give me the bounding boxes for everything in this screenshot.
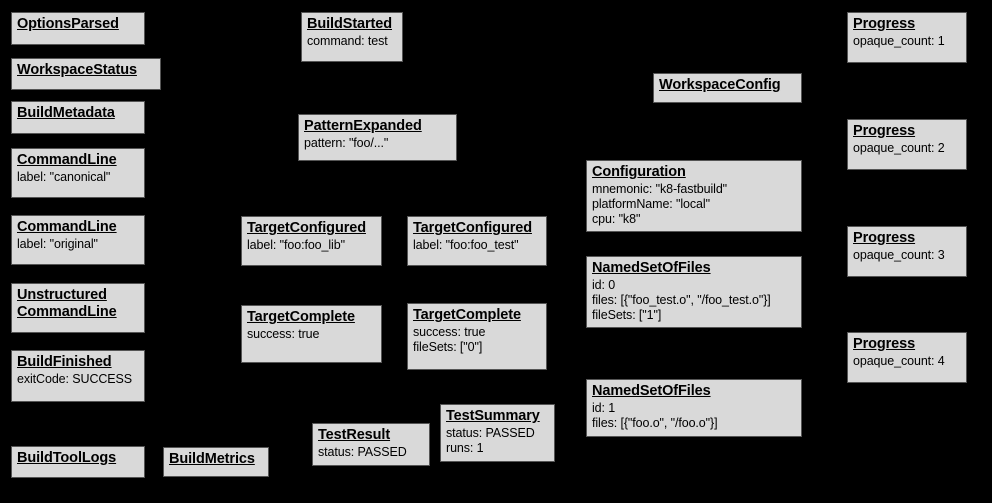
node-target-complete-foo-lib[interactable]: TargetComplete success: true — [241, 305, 382, 363]
node-title: NamedSetOfFiles — [592, 383, 711, 399]
node-fields: mnemonic: "k8-fastbuild"platformName: "l… — [592, 182, 796, 226]
node-fields: opaque_count: 2 — [853, 141, 961, 156]
node-title: TestResult — [318, 427, 391, 443]
node-field: id: 1 — [592, 401, 616, 416]
node-field: files: [{"foo_test.o", "/foo_test.o"}] — [592, 292, 771, 307]
node-fields: opaque_count: 4 — [853, 354, 961, 369]
node-field: label: "original" — [17, 237, 98, 252]
node-test-result[interactable]: TestResult status: PASSED — [312, 423, 430, 466]
node-field: fileSets: ["1"] — [592, 307, 662, 322]
node-title: WorkspaceConfig — [659, 77, 781, 93]
node-field: opaque_count: 1 — [853, 34, 945, 49]
node-title: Unstructured CommandLine — [17, 287, 117, 321]
node-field: opaque_count: 2 — [853, 141, 945, 156]
node-configuration[interactable]: Configuration mnemonic: "k8-fastbuild"pla… — [586, 160, 802, 232]
node-field: opaque_count: 4 — [853, 354, 945, 369]
node-title: CommandLine — [17, 219, 117, 235]
node-title: Progress — [853, 123, 916, 139]
node-field: label: "foo:foo_test" — [413, 238, 519, 253]
node-title: BuildMetadata — [17, 105, 115, 121]
node-progress-1[interactable]: Progress opaque_count: 1 — [847, 12, 967, 63]
node-workspace-status[interactable]: WorkspaceStatus — [11, 58, 161, 90]
node-title: Progress — [853, 336, 916, 352]
node-progress-2[interactable]: Progress opaque_count: 2 — [847, 119, 967, 170]
node-title: BuildToolLogs — [17, 450, 117, 466]
node-command-line-canonical[interactable]: CommandLine label: "canonical" — [11, 148, 145, 198]
node-title: Progress — [853, 16, 916, 32]
node-field: success: true — [247, 327, 320, 342]
node-field: runs: 1 — [446, 440, 484, 455]
node-build-finished[interactable]: BuildFinished exitCode: SUCCESS — [11, 350, 145, 402]
node-progress-3[interactable]: Progress opaque_count: 3 — [847, 226, 967, 277]
node-workspace-config[interactable]: WorkspaceConfig — [653, 73, 802, 103]
node-title: BuildFinished — [17, 354, 112, 370]
node-fields: success: true — [247, 327, 376, 342]
node-field: id: 0 — [592, 278, 616, 293]
node-field: fileSets: ["0"] — [413, 339, 483, 354]
node-fields: label: "original" — [17, 237, 139, 252]
node-title: CommandLine — [17, 152, 117, 168]
node-fields: label: "canonical" — [17, 170, 139, 185]
node-title: Configuration — [592, 164, 686, 180]
node-build-metadata[interactable]: BuildMetadata — [11, 101, 145, 134]
node-build-tool-logs[interactable]: BuildToolLogs — [11, 446, 145, 478]
node-field: success: true — [413, 325, 486, 340]
node-field: command: test — [307, 34, 388, 49]
node-fields: label: "foo:foo_lib" — [247, 238, 376, 253]
node-title: TargetConfigured — [413, 220, 532, 236]
node-build-metrics[interactable]: BuildMetrics — [163, 447, 269, 477]
node-title: TargetComplete — [413, 307, 521, 323]
node-title: WorkspaceStatus — [17, 62, 137, 78]
node-fields: status: PASSED — [318, 445, 424, 460]
node-field: opaque_count: 3 — [853, 248, 945, 263]
node-field: label: "foo:foo_lib" — [247, 238, 345, 253]
node-pattern-expanded[interactable]: PatternExpanded pattern: "foo/..." — [298, 114, 457, 161]
node-title: TargetConfigured — [247, 220, 366, 236]
node-title: PatternExpanded — [304, 118, 422, 134]
node-command-line-original[interactable]: CommandLine label: "original" — [11, 215, 145, 265]
node-title: NamedSetOfFiles — [592, 260, 711, 276]
node-fields: pattern: "foo/..." — [304, 136, 451, 151]
node-title: BuildMetrics — [169, 451, 255, 467]
node-fields: opaque_count: 3 — [853, 248, 961, 263]
node-field: label: "canonical" — [17, 170, 111, 185]
node-field: platformName: "local" — [592, 196, 710, 211]
node-field: files: [{"foo.o", "/foo.o"}] — [592, 415, 718, 430]
node-field: mnemonic: "k8-fastbuild" — [592, 182, 728, 197]
node-title: BuildStarted — [307, 16, 393, 32]
node-title: TestSummary — [446, 408, 540, 424]
node-target-configured-foo-lib[interactable]: TargetConfigured label: "foo:foo_lib" — [241, 216, 382, 266]
node-fields: opaque_count: 1 — [853, 34, 961, 49]
node-options-parsed[interactable]: OptionsParsed — [11, 12, 145, 45]
node-fields: command: test — [307, 34, 397, 49]
node-field: cpu: "k8" — [592, 211, 641, 226]
node-fields: label: "foo:foo_test" — [413, 238, 541, 253]
node-field: status: PASSED — [446, 426, 535, 441]
node-title: OptionsParsed — [17, 16, 119, 32]
node-build-started[interactable]: BuildStarted command: test — [301, 12, 403, 62]
node-title: TargetComplete — [247, 309, 355, 325]
node-field: status: PASSED — [318, 445, 407, 460]
node-unstructured-command-line[interactable]: Unstructured CommandLine — [11, 283, 145, 333]
node-title: Progress — [853, 230, 916, 246]
node-field: pattern: "foo/..." — [304, 136, 389, 151]
node-target-configured-foo-test[interactable]: TargetConfigured label: "foo:foo_test" — [407, 216, 547, 266]
node-fields: exitCode: SUCCESS — [17, 372, 139, 387]
node-progress-4[interactable]: Progress opaque_count: 4 — [847, 332, 967, 383]
node-field: exitCode: SUCCESS — [17, 372, 133, 387]
